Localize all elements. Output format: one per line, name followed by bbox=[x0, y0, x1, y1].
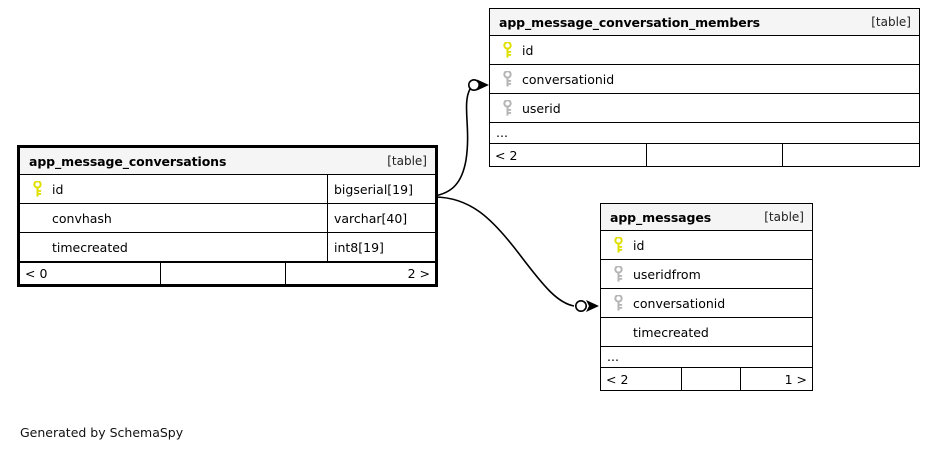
column-name: convhash bbox=[52, 210, 112, 226]
column-cell: id bbox=[490, 36, 919, 64]
footer-cell-parents: < 2 bbox=[606, 371, 629, 387]
footer-cell-parents: < 2 bbox=[495, 147, 518, 163]
column-name: userid bbox=[522, 100, 561, 116]
table-row[interactable]: timecreated bbox=[601, 318, 812, 347]
column-cell: conversationid bbox=[601, 289, 812, 317]
footer-cell-middle bbox=[681, 368, 740, 390]
column-cell: id bbox=[601, 231, 812, 259]
column-cell: userid bbox=[490, 94, 919, 122]
table-row[interactable]: useridfrom bbox=[601, 260, 812, 289]
foreign-key-icon bbox=[498, 99, 516, 117]
column-name: useridfrom bbox=[633, 266, 701, 282]
column-name: conversationid bbox=[633, 295, 726, 311]
table-node-app-messages[interactable]: app_messages [table] id bbox=[600, 203, 813, 391]
column-cell: useridfrom bbox=[601, 260, 812, 288]
primary-key-icon bbox=[609, 236, 627, 254]
column-name: timecreated bbox=[52, 239, 128, 255]
crows-foot-arrow bbox=[477, 79, 489, 91]
crows-foot-arrow bbox=[586, 300, 599, 312]
column-name: conversationid bbox=[522, 71, 615, 87]
foreign-key-icon bbox=[609, 294, 627, 312]
relationship-conversations-to-messages bbox=[433, 196, 599, 312]
table-node-app-message-conversation-members[interactable]: app_message_conversation_members [table]… bbox=[489, 8, 920, 167]
column-cell: timecreated bbox=[20, 233, 327, 261]
table-row[interactable]: timecreated int8[19] bbox=[20, 233, 435, 262]
more-columns-indicator: ... bbox=[601, 347, 812, 368]
table-row[interactable]: convhash varchar[40] bbox=[20, 204, 435, 233]
table-kind-label: [table] bbox=[387, 154, 427, 168]
table-row[interactable]: userid bbox=[490, 94, 919, 123]
column-cell: id bbox=[20, 175, 327, 203]
column-cell: convhash bbox=[20, 204, 327, 232]
table-row[interactable]: id bigserial[19] bbox=[20, 175, 435, 204]
footer-cell-middle bbox=[646, 144, 782, 166]
footer-cell-children bbox=[782, 144, 919, 166]
table-footer: < 0 2 > bbox=[20, 262, 435, 284]
table-row[interactable]: conversationid bbox=[601, 289, 812, 318]
table-footer: < 2 1 > bbox=[601, 368, 812, 390]
foreign-key-icon bbox=[609, 265, 627, 283]
primary-key-icon bbox=[498, 41, 516, 59]
foreign-key-icon bbox=[498, 70, 516, 88]
column-type: bigserial[19] bbox=[327, 175, 435, 203]
table-title: app_messages bbox=[610, 209, 712, 225]
footer-cell-middle bbox=[160, 263, 285, 284]
table-row[interactable]: id bbox=[601, 231, 812, 260]
column-name: id bbox=[522, 42, 534, 58]
table-kind-label: [table] bbox=[871, 15, 911, 29]
footer-cell-children: 1 > bbox=[740, 368, 812, 390]
table-title: app_message_conversation_members bbox=[499, 14, 760, 30]
table-kind-label: [table] bbox=[764, 210, 804, 224]
more-columns-indicator: ... bbox=[490, 123, 919, 144]
column-cell: timecreated bbox=[601, 318, 812, 346]
table-title: app_message_conversations bbox=[29, 153, 227, 169]
column-type: varchar[40] bbox=[327, 204, 435, 232]
table-row[interactable]: id bbox=[490, 36, 919, 65]
footer-cell-parents: < 0 bbox=[25, 266, 48, 281]
table-row[interactable]: conversationid bbox=[490, 65, 919, 94]
table-node-app-message-conversations[interactable]: app_message_conversations [table] id big… bbox=[17, 145, 438, 287]
column-name: timecreated bbox=[633, 324, 709, 340]
table-header: app_message_conversations [table] bbox=[20, 148, 435, 175]
primary-key-icon bbox=[28, 180, 46, 198]
generated-by-credit: Generated by SchemaSpy bbox=[20, 425, 184, 440]
cardinality-zero-marker bbox=[467, 79, 480, 92]
cardinality-zero-marker bbox=[574, 299, 587, 312]
column-name: id bbox=[52, 181, 64, 197]
table-header: app_messages [table] bbox=[601, 204, 812, 231]
column-name: id bbox=[633, 237, 645, 253]
column-type: int8[19] bbox=[327, 233, 435, 261]
relationship-conversations-to-members bbox=[433, 79, 489, 197]
table-header: app_message_conversation_members [table] bbox=[490, 9, 919, 36]
footer-cell-children: 2 > bbox=[285, 263, 435, 284]
column-cell: conversationid bbox=[490, 65, 919, 93]
table-footer: < 2 bbox=[490, 144, 919, 166]
